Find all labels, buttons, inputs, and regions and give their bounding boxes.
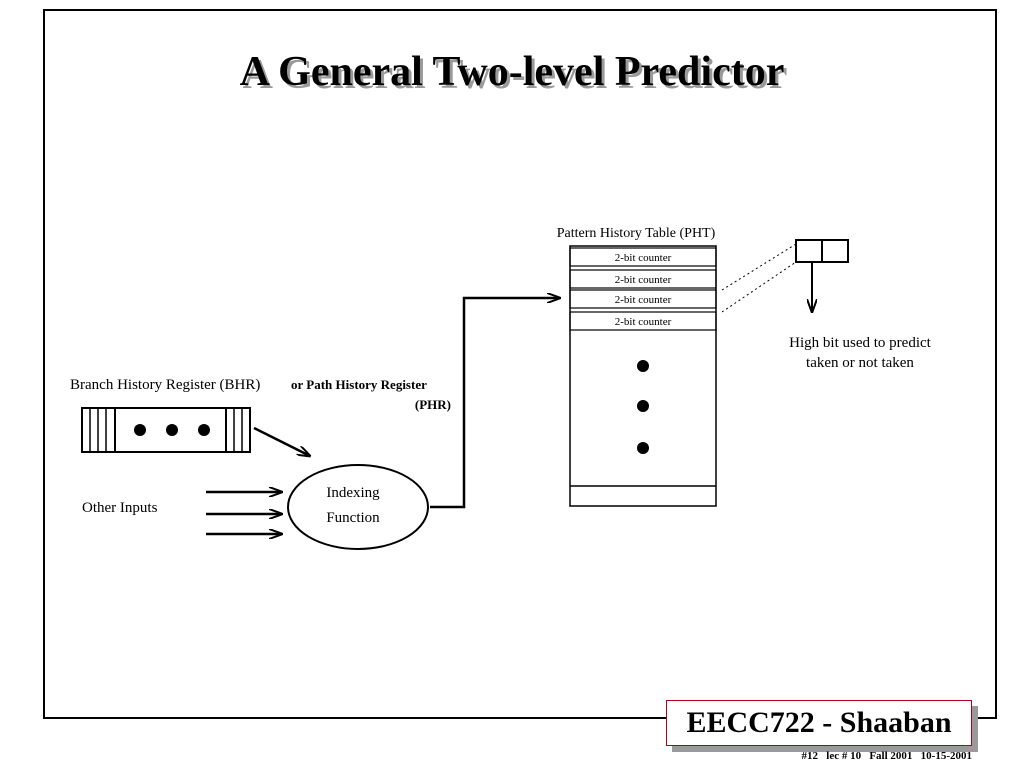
bhr-ellipsis-dot-3 bbox=[198, 424, 210, 436]
other-inputs-label: Other Inputs bbox=[82, 500, 158, 516]
index-to-pht-arrow bbox=[430, 298, 560, 509]
phr-label-line-2: (PHR) bbox=[415, 397, 451, 412]
zoom-line-bottom bbox=[721, 261, 797, 313]
pht-row-1 bbox=[569, 247, 717, 267]
indexing-label-line-1: Indexing bbox=[326, 485, 380, 501]
bhr-ellipsis-dot-1 bbox=[134, 424, 146, 436]
phr-label-line-1: or Path History Register bbox=[291, 377, 427, 392]
predict-label-line-1: High bit used to predict bbox=[789, 335, 931, 351]
bhr-label: Branch History Register (BHR) bbox=[70, 377, 260, 393]
indexing-function-ellipse bbox=[287, 464, 429, 550]
pattern-history-table: 2-bit counter 2-bit counter 2-bit counte… bbox=[569, 245, 717, 507]
pht-row-4 bbox=[569, 311, 717, 331]
course-badge: EECC722 - Shaaban bbox=[666, 700, 972, 746]
bhr-box bbox=[81, 407, 251, 453]
pht-ellipsis-dot-2 bbox=[637, 400, 649, 412]
pht-row-2 bbox=[569, 269, 717, 289]
pht-outline bbox=[569, 245, 717, 507]
slide-title: A General Two-level Predictor bbox=[239, 49, 785, 95]
pht-row-2-label: 2-bit counter bbox=[615, 274, 672, 286]
pht-ellipsis-dot-3 bbox=[637, 442, 649, 454]
bhr-to-index-arrow bbox=[253, 426, 310, 456]
pht-row-4-label: 2-bit counter bbox=[615, 316, 672, 328]
pht-ellipsis-dot-1 bbox=[637, 360, 649, 372]
indexing-label-line-2: Function bbox=[326, 510, 380, 526]
pht-title: Pattern History Table (PHT) bbox=[557, 226, 716, 241]
bhr-ellipsis-dot-2 bbox=[166, 424, 178, 436]
slide-frame bbox=[43, 9, 997, 719]
predict-label-line-2: taken or not taken bbox=[806, 355, 914, 371]
pht-row-3-label: 2-bit counter bbox=[615, 294, 672, 306]
branch-history-register bbox=[81, 407, 251, 453]
pht-row-1-label: 2-bit counter bbox=[615, 252, 672, 264]
pht-row-3 bbox=[569, 289, 717, 309]
two-bit-counter-detail bbox=[795, 239, 849, 312]
slide-footer: #12 lec # 10 Fall 2001 10-15-2001 bbox=[801, 750, 972, 762]
zoom-line-top bbox=[721, 243, 797, 291]
